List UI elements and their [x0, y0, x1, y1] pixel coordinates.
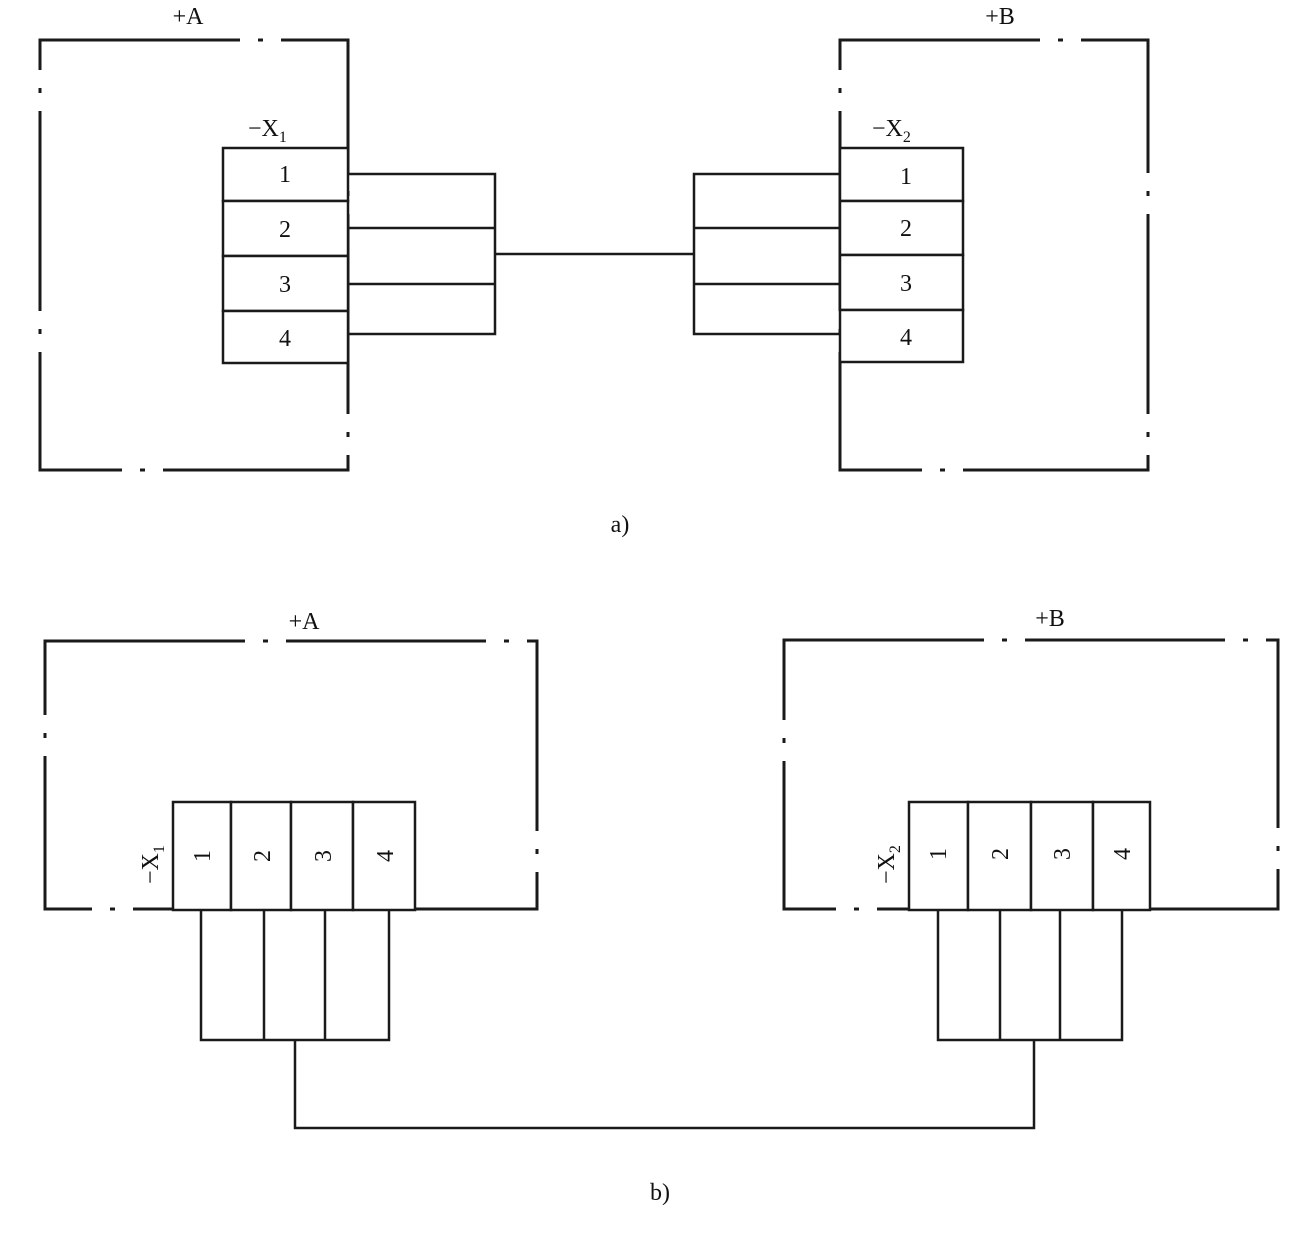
terminal-x2-4-label: 4: [900, 325, 912, 351]
caption-b: b): [650, 1180, 670, 1206]
wire-bundle-left-b: [199, 910, 391, 1042]
terminal-x2-3: [838, 253, 965, 312]
terminal-x1-1-label: 1: [279, 162, 291, 188]
terminal-block-x2-b: 1 2 3 4: [907, 800, 1152, 912]
terminal-block-x1-b: 1 2 3 4: [171, 800, 417, 912]
terminal-x1b-1: [171, 800, 233, 912]
terminal-x1-4-label: 4: [279, 326, 291, 352]
terminal-x2-1: [838, 146, 965, 203]
terminal-x1b-3-label: 3: [311, 850, 337, 862]
connector-x2-label-b: −X2: [874, 845, 904, 884]
caption-a: a): [611, 512, 630, 538]
unit-a-label: +A: [173, 4, 205, 30]
terminal-x2b-3-label: 3: [1050, 848, 1076, 860]
diagram-a: +A −X1 1 2 3 4 +B: [38, 4, 1150, 538]
diagram-b: +A −X1 1 2 3 4 +B −X2: [43, 606, 1280, 1206]
terminal-x2-4: [838, 308, 965, 364]
connector-x1-label: −X1: [248, 116, 287, 146]
terminal-x1b-4: [351, 800, 417, 912]
terminal-x1-2-label: 2: [279, 217, 291, 243]
wire-bundle-right-b: [936, 910, 1124, 1042]
terminal-x1b-4-label: 4: [373, 850, 399, 862]
connector-x2-label: −X2: [872, 116, 911, 146]
terminal-x2b-4: [1091, 800, 1152, 912]
connector-x1-label-b: −X1: [138, 845, 168, 884]
cable-b: [293, 1040, 1036, 1130]
terminal-x1b-2-label: 2: [250, 850, 276, 862]
terminal-x2b-1-label: 1: [926, 848, 952, 860]
terminal-x2b-3: [1029, 800, 1095, 912]
terminal-x1-4: [221, 309, 350, 365]
terminal-block-x1: 1 2 3 4: [221, 146, 350, 365]
terminal-x2b-2: [966, 800, 1033, 912]
unit-b-label: +B: [985, 4, 1015, 30]
unit-a-label-b: +A: [289, 609, 321, 635]
terminal-x2-3-label: 3: [900, 271, 912, 297]
terminal-block-x2: 1 2 3 4: [838, 146, 965, 364]
wire-bundle-left-a: [348, 172, 497, 336]
terminal-x2b-1: [907, 800, 970, 912]
unit-b-label-b: +B: [1035, 606, 1065, 632]
terminal-x1-3-label: 3: [279, 272, 291, 298]
terminal-x2b-4-label: 4: [1110, 848, 1136, 860]
wire-bundle-right-a: [692, 172, 840, 336]
terminal-x2-1-label: 1: [900, 164, 912, 190]
terminal-x2-2-label: 2: [900, 216, 912, 242]
terminal-x1b-1-label: 1: [190, 850, 216, 862]
terminal-x1b-3: [289, 800, 355, 912]
terminal-x2b-2-label: 2: [988, 848, 1014, 860]
